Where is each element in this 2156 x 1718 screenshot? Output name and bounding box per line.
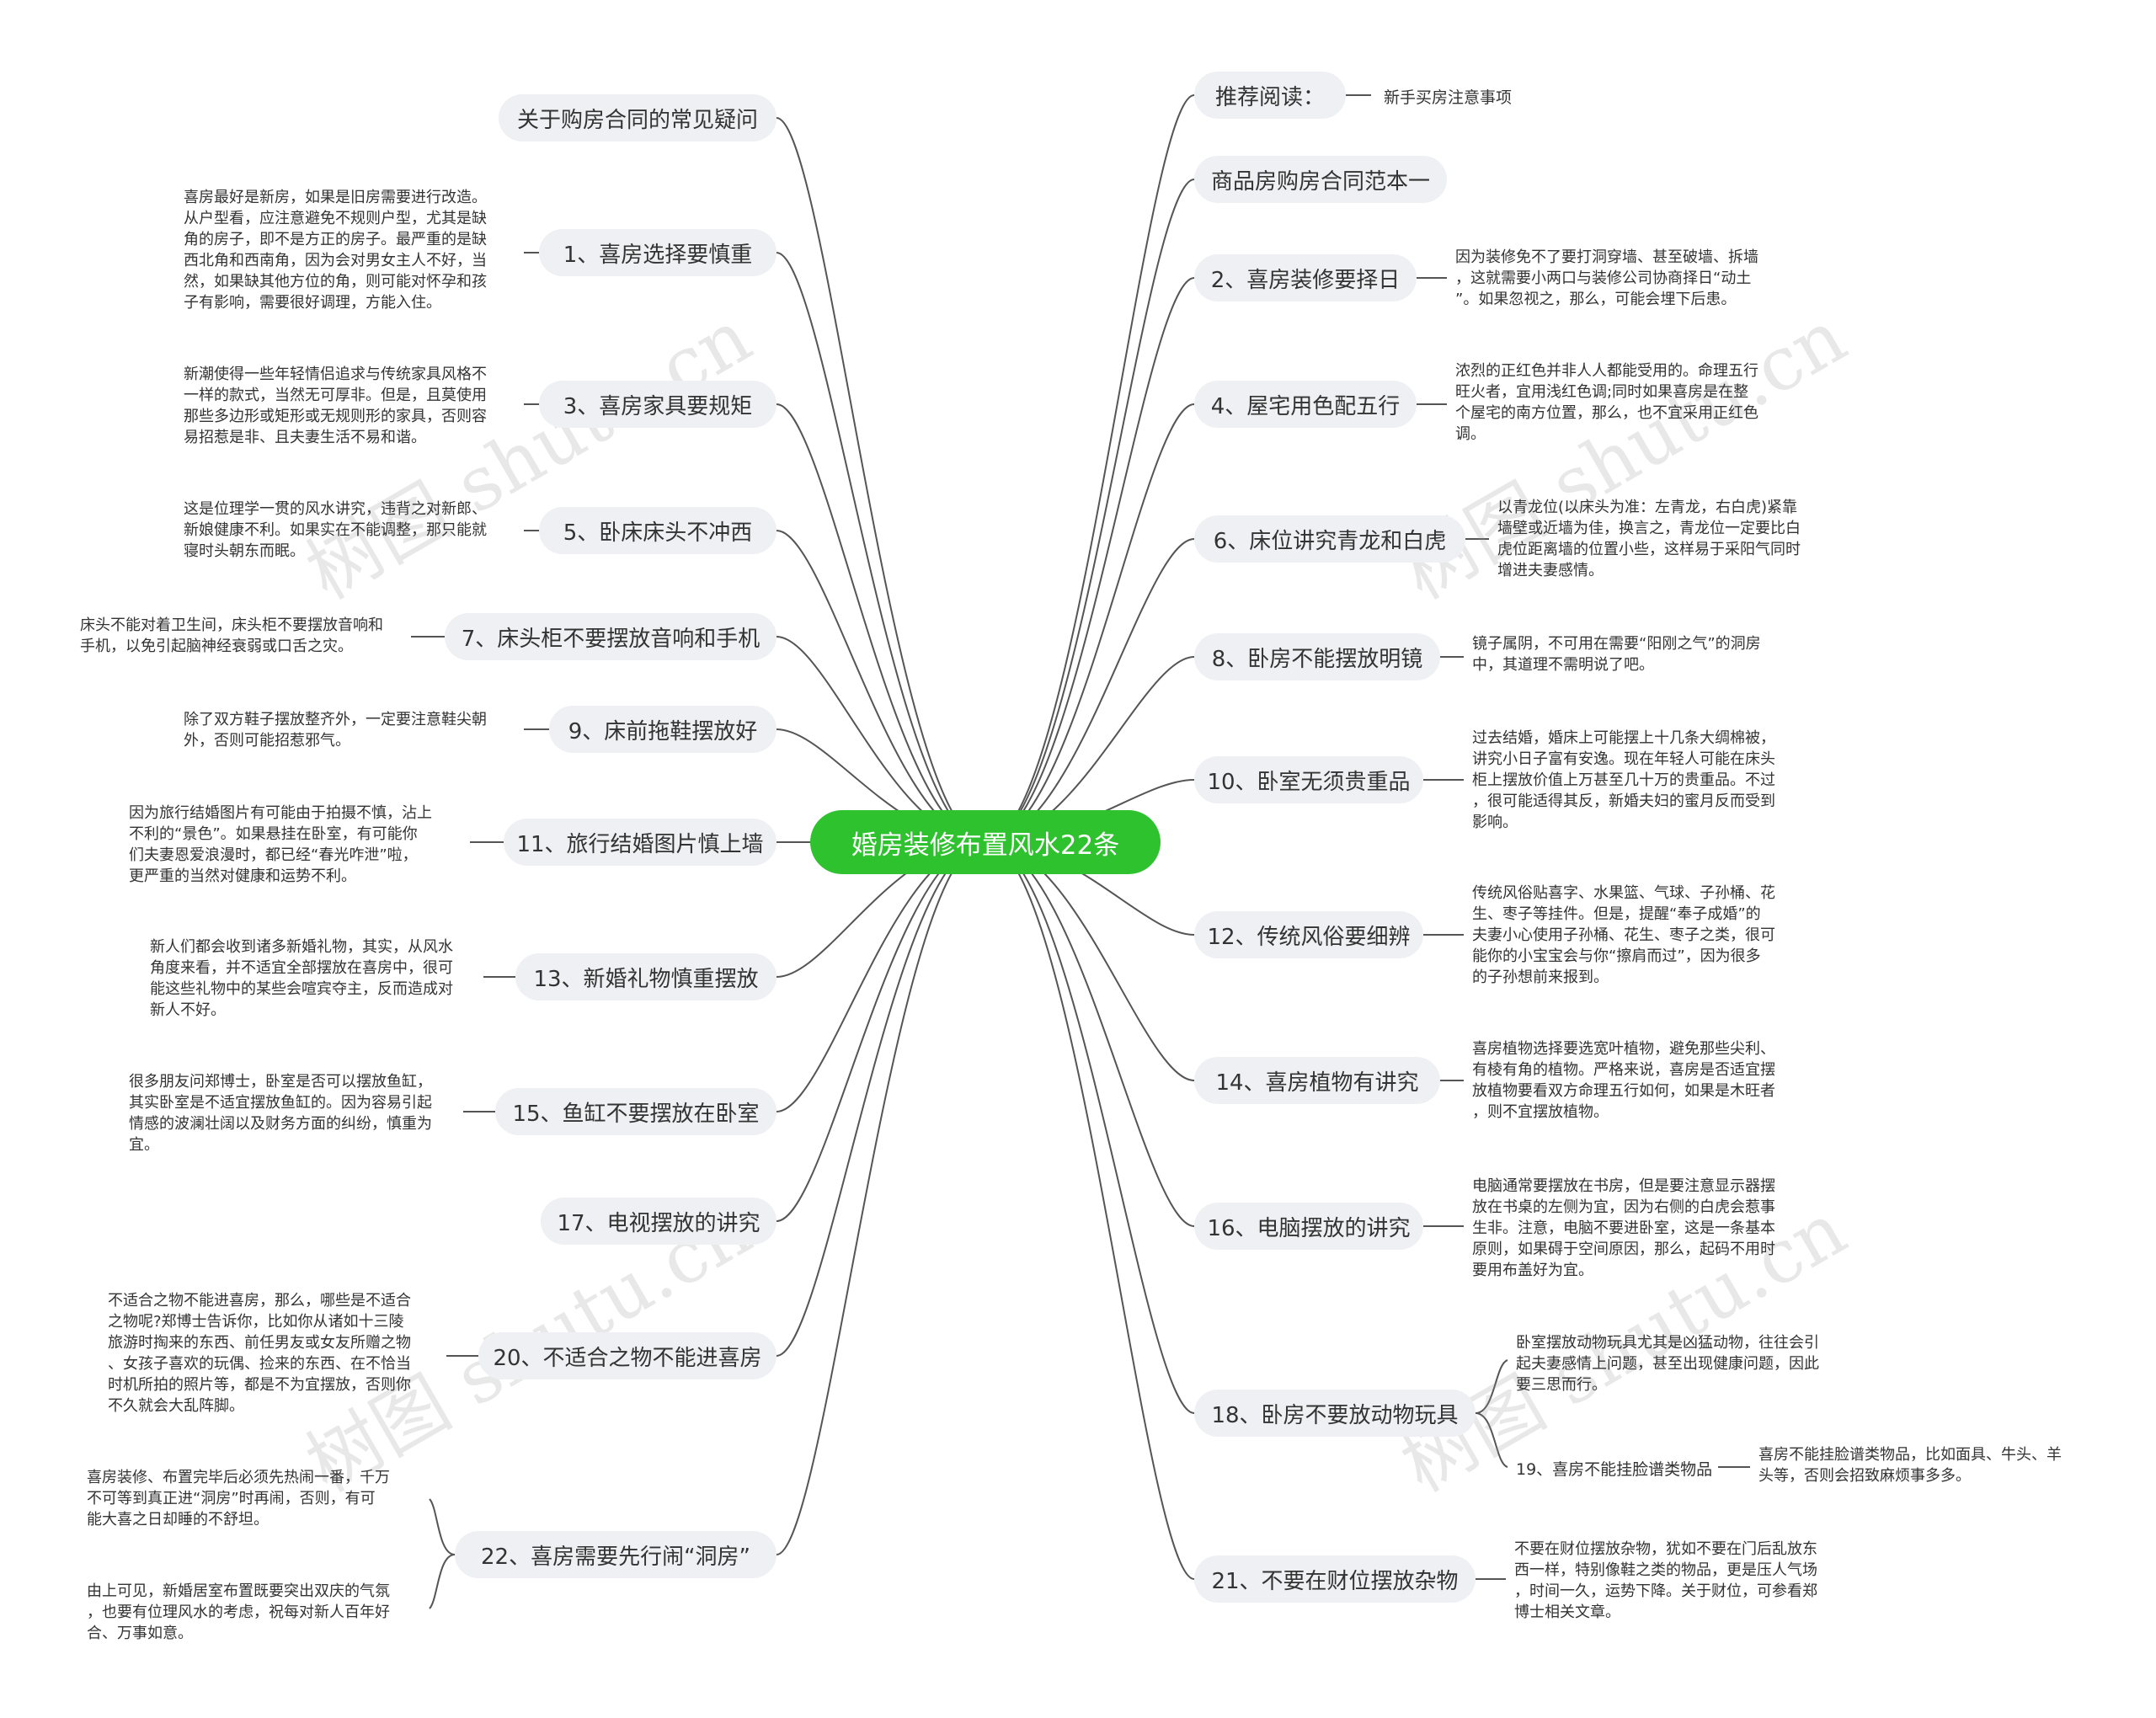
branch-detail: 过去结婚，婚床上可能摆上十几条大绸棉被， 讲究小日子富有安逸。现在年轻人可能在床… bbox=[1472, 729, 1775, 831]
branch-topic[interactable]: 推荐阅读： bbox=[1194, 72, 1346, 119]
detail-connector bbox=[1475, 1359, 1508, 1414]
branch-connector bbox=[776, 841, 986, 1357]
branch-topic[interactable]: 2、喜房装修要择日 bbox=[1194, 254, 1417, 301]
branch-connector bbox=[776, 841, 986, 1222]
branch-topic[interactable]: 5、卧床床头不冲西 bbox=[539, 507, 776, 554]
branch-connector bbox=[985, 179, 1195, 843]
branch-connector bbox=[776, 252, 986, 843]
branch-detail: 喜房植物选择要选宽叶植物，避免那些尖利、 有棱有角的植物。严格来说，喜房是否适宜… bbox=[1472, 1040, 1775, 1121]
branch-topic[interactable]: 14、喜房植物有讲究 bbox=[1194, 1057, 1440, 1104]
branch-topic[interactable]: 11、旅行结婚图片慎上墙 bbox=[504, 819, 776, 866]
branch-detail: 传统风俗贴喜字、水果篮、气球、子孙桶、花 生、枣子等挂件。但是，提醒“奉子成婚”… bbox=[1472, 884, 1775, 986]
branch-topic[interactable]: 8、卧房不能摆放明镜 bbox=[1194, 633, 1440, 680]
branch-detail: 很多朋友问郑博士，卧室是否可以摆放鱼缸， 其实卧室是不适宜摆放鱼缸的。因为容易引… bbox=[129, 1073, 432, 1154]
branch-topic[interactable]: 1、喜房选择要慎重 bbox=[539, 229, 776, 276]
branch-detail: 床头不能对着卫生间，床头柜不要摆放音响和 手机，以免引起脑神经衰弱或口舌之灾。 bbox=[80, 616, 383, 655]
branch-connector bbox=[776, 841, 986, 1112]
central-topic[interactable]: 婚房装修布置风水22条 bbox=[810, 810, 1161, 874]
branch-detail: 卧室摆放动物玩具尤其是凶猛动物，往往会引 起夫妻感情上问题，甚至出现健康问题，因… bbox=[1516, 1334, 1819, 1394]
branch-detail: 喜房最好是新房，如果是旧房需要进行改造。 从户型看，应注意避免不规则户型，尤其是… bbox=[184, 189, 487, 312]
branch-connector bbox=[776, 403, 986, 843]
branch-topic[interactable]: 10、卧室无须贵重品 bbox=[1194, 756, 1423, 803]
detail-connector bbox=[1475, 1412, 1508, 1468]
branch-detail: 喜房装修、布置完毕后必须先热闹一番，千万 不可等到真正进“洞房”时再闹，否则，有… bbox=[87, 1469, 390, 1529]
branch-detail: 除了双方鞋子摆放整齐外，一定要注意鞋尖朝 外，否则可能招惹邪气。 bbox=[184, 711, 487, 750]
branch-topic[interactable]: 12、传统风俗要细辨 bbox=[1194, 911, 1423, 958]
branch-topic[interactable]: 6、床位讲究青龙和白虎 bbox=[1194, 515, 1465, 563]
branch-detail: 不要在财位摆放杂物，犹如不要在门后乱放东 西一样，特别像鞋之类的物品，更是压人气… bbox=[1514, 1540, 1817, 1621]
branch-topic[interactable]: 3、喜房家具要规矩 bbox=[539, 381, 776, 428]
branch-detail: 因为旅行结婚图片有可能由于拍摄不慎，沾上 不利的“景色”。如果悬挂在卧室，有可能… bbox=[129, 804, 432, 885]
branch-connector bbox=[776, 530, 986, 843]
branch-topic[interactable]: 商品房购房合同范本一 bbox=[1194, 156, 1447, 203]
branch-connector bbox=[776, 841, 986, 1555]
branch-topic[interactable]: 9、床前拖鞋摆放好 bbox=[549, 706, 776, 753]
branch-detail: 新潮使得一些年轻情侣追求与传统家具风格不 一样的款式，当然无可厚非。但是，且莫使… bbox=[184, 365, 487, 446]
detail-connector bbox=[429, 1554, 456, 1609]
branch-detail: 喜房不能挂脸谱类物品，比如面具、牛头、羊 头等，否则会招致麻烦事多多。 bbox=[1758, 1446, 2062, 1485]
branch-detail: 电脑通常要摆放在书房，但是要注意显示器摆 放在书桌的左侧为宜，因为右侧的白虎会惹… bbox=[1472, 1177, 1775, 1279]
branch-topic[interactable]: 18、卧房不要放动物玩具 bbox=[1194, 1390, 1476, 1437]
branch-detail: 因为装修免不了要打洞穿墙、甚至破墙、拆墙 ，这就需要小两口与装修公司协商择日“动… bbox=[1455, 248, 1758, 308]
branch-topic[interactable]: 17、电视摆放的讲究 bbox=[541, 1198, 776, 1245]
branch-topic[interactable]: 21、不要在财位摆放杂物 bbox=[1194, 1555, 1476, 1603]
branch-topic[interactable]: 15、鱼缸不要摆放在卧室 bbox=[495, 1088, 776, 1135]
branch-topic[interactable]: 16、电脑摆放的讲究 bbox=[1194, 1203, 1423, 1250]
branch-topic[interactable]: 7、床头柜不要摆放音响和手机 bbox=[445, 613, 776, 660]
branch-detail: 这是位理学一贯的风水讲究，违背之对新郎、 新娘健康不利。如果实在不能调整，那只能… bbox=[184, 500, 487, 560]
branch-detail: 以青龙位(以床头为准：左青龙，右白虎)紧靠 墙壁或近墙为佳，换言之，青龙位一定要… bbox=[1497, 499, 1801, 579]
branch-detail: 不适合之物不能进喜房，那么，哪些是不适合 之物呢?郑博士告诉你，比如你从诸如十三… bbox=[108, 1292, 411, 1415]
branch-topic[interactable]: 22、喜房需要先行闹“洞房” bbox=[455, 1531, 776, 1578]
branch-connector bbox=[776, 117, 986, 843]
sub-topic[interactable]: 19、喜房不能挂脸谱类物品 bbox=[1516, 1460, 1713, 1479]
branch-detail: 浓烈的正红色并非人人都能受用的。命理五行 旺火者，宜用浅红色调;同时如果喜房是在… bbox=[1455, 362, 1758, 443]
branch-topic[interactable]: 关于购房合同的常见疑问 bbox=[499, 94, 776, 141]
branch-connector bbox=[985, 94, 1195, 843]
branch-detail: 由上可见，新婚居室布置既要突出双庆的气氛 ，也要有位理风水的考虑，祝每对新人百年… bbox=[87, 1582, 390, 1642]
branch-detail: 镜子属阴，不可用在需要“阳刚之气”的洞房 中，其道理不需明说了吧。 bbox=[1472, 635, 1761, 674]
branch-topic[interactable]: 4、屋宅用色配五行 bbox=[1194, 381, 1417, 428]
branch-topic[interactable]: 13、新婚礼物慎重摆放 bbox=[515, 953, 776, 1000]
recommended-link[interactable]: 新手买房注意事项 bbox=[1384, 88, 1513, 107]
branch-detail: 新人们都会收到诸多新婚礼物，其实，从风水 角度来看，并不适宜全部摆放在喜房中，很… bbox=[150, 938, 453, 1019]
branch-connector bbox=[985, 277, 1195, 843]
branch-connector bbox=[985, 841, 1195, 1227]
branch-connector bbox=[985, 841, 1195, 1414]
detail-connector bbox=[429, 1498, 456, 1555]
branch-topic[interactable]: 20、不适合之物不能进喜房 bbox=[478, 1332, 776, 1379]
branch-connector bbox=[985, 841, 1195, 1580]
